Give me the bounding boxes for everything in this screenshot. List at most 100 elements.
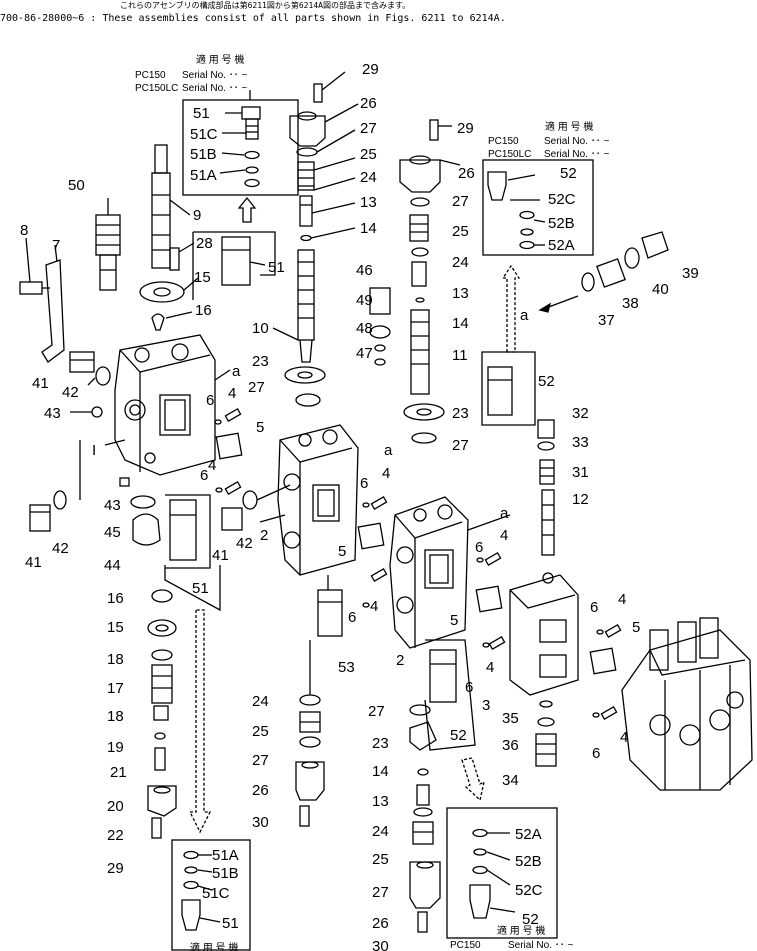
part-label: 51C — [202, 885, 230, 902]
serial-box-c-row1-text: Serial No. ･･ ~ — [508, 940, 573, 951]
right-plug-set — [538, 231, 669, 313]
part-label: 22 — [107, 827, 124, 844]
serial-box-d-jp: 適 用 号 機 — [190, 941, 238, 951]
part-label: 51B — [212, 865, 239, 882]
valve-end-section — [509, 572, 622, 767]
part-label: 26 — [360, 95, 377, 112]
part-label: 41 — [212, 547, 229, 564]
part-label: 4 — [486, 659, 494, 676]
part-label: 6 — [206, 392, 214, 409]
part-label: 27 — [360, 120, 377, 137]
part-label: 14 — [372, 763, 389, 780]
part-label: 23 — [372, 735, 389, 752]
serial-box-b-row1-text: Serial No. ･･ ~ — [544, 136, 609, 147]
part-label: 23 — [252, 353, 269, 370]
part-label: 39 — [682, 265, 699, 282]
part-label: 18 — [107, 651, 124, 668]
part-label: a — [232, 363, 241, 380]
part-label: 51 — [192, 580, 209, 597]
part-label: 40 — [652, 281, 669, 298]
part-label: 30 — [252, 814, 269, 831]
part-label: 4 — [228, 385, 236, 402]
part-label: 3 — [482, 697, 490, 714]
right-upper-stack — [399, 119, 461, 444]
assembled-valve-illustration — [621, 617, 753, 791]
part-label: 35 — [502, 710, 519, 727]
serial-box-c-row1-model: PC150 — [450, 940, 481, 951]
part-label: 6 — [200, 467, 208, 484]
part-label: 16 — [195, 302, 212, 319]
part-label: 51A — [190, 167, 217, 184]
part-label: 37 — [598, 312, 615, 329]
upper-center-stack — [272, 71, 359, 363]
serial-box-a-jp: 適 用 号 機 — [196, 53, 244, 66]
valve-body-2 — [214, 287, 391, 827]
part-label: 29 — [107, 860, 124, 877]
part-label: 52A — [548, 237, 575, 254]
part-label: 42 — [52, 540, 69, 557]
part-label: 6 — [590, 599, 598, 616]
part-label: 45 — [104, 524, 121, 541]
serial-box-a-row1-text: Serial No. ･･ ~ — [182, 70, 247, 81]
part-label: 4 — [618, 591, 626, 608]
part-label: 10 — [252, 320, 269, 337]
serial-box-b-row2-text: Serial No. ･･ ~ — [544, 149, 609, 160]
part-label: 41 — [25, 554, 42, 571]
part-label: 2 — [260, 527, 268, 544]
serial-box-c-jp: 適 用 号 機 — [497, 924, 545, 937]
part-label: 8 — [20, 222, 28, 239]
part-label: 48 — [356, 320, 373, 337]
part-label: a — [500, 505, 509, 522]
header-assembly-note: 700-86-28000~6 : These assemblies consis… — [0, 13, 506, 24]
serial-box-a-row1-model: PC150 — [135, 70, 166, 81]
part-label: a — [520, 307, 529, 324]
part-label: 34 — [502, 772, 519, 789]
part-label: 51A — [212, 847, 239, 864]
serial-box-b-jp: 適 用 号 機 — [545, 120, 593, 133]
left-lower-chain — [147, 589, 177, 839]
part-label: 19 — [107, 739, 124, 756]
part-label: 15 — [194, 269, 211, 286]
part-label: 18 — [107, 708, 124, 725]
part-label: 52C — [548, 191, 576, 208]
part-label: 24 — [252, 693, 269, 710]
part-label: 44 — [104, 557, 121, 574]
part-label: 46 — [356, 262, 373, 279]
part-label: 20 — [107, 798, 124, 815]
part-label: 43 — [44, 405, 61, 422]
part-label: 42 — [62, 384, 79, 401]
serial-box-b — [482, 159, 594, 256]
part-label: 52A — [515, 826, 542, 843]
part-label: 49 — [356, 292, 373, 309]
right-spool-set — [537, 419, 555, 556]
valve-body-3 — [362, 496, 511, 751]
part-label: 17 — [107, 680, 124, 697]
part-label: 4 — [382, 465, 390, 482]
part-label: 52 — [450, 727, 467, 744]
part-label: 6 — [475, 539, 483, 556]
part-label: 15 — [107, 619, 124, 636]
part-label: 16 — [107, 590, 124, 607]
part-label: 41 — [32, 375, 49, 392]
part-label: I — [92, 442, 96, 459]
part-label: a — [384, 442, 393, 459]
part-label: 5 — [256, 419, 264, 436]
part-label: 27 — [368, 703, 385, 720]
part-label: 5 — [338, 543, 346, 560]
part-label: 4 — [620, 729, 628, 746]
part-label: 51 — [222, 915, 239, 932]
part-label: 4 — [500, 527, 508, 544]
part-label: 50 — [68, 177, 85, 194]
header-japanese-note: これらのアセンブリの構成部品は第6211図から第6214A図の部品まで含みます。 — [120, 1, 411, 10]
serial-box-a-row2-text: Serial No. ･･ ~ — [182, 83, 247, 94]
part-label: 4 — [370, 598, 378, 615]
part-label: 31 — [572, 464, 589, 481]
part-label: 29 — [362, 61, 379, 78]
serial-box-a — [182, 90, 299, 196]
part-label: 27 — [452, 437, 469, 454]
part-label: 7 — [52, 237, 60, 254]
part-label: 27 — [252, 752, 269, 769]
part-label: 32 — [572, 405, 589, 422]
part-label: 6 — [592, 745, 600, 762]
part-label: 25 — [372, 851, 389, 868]
